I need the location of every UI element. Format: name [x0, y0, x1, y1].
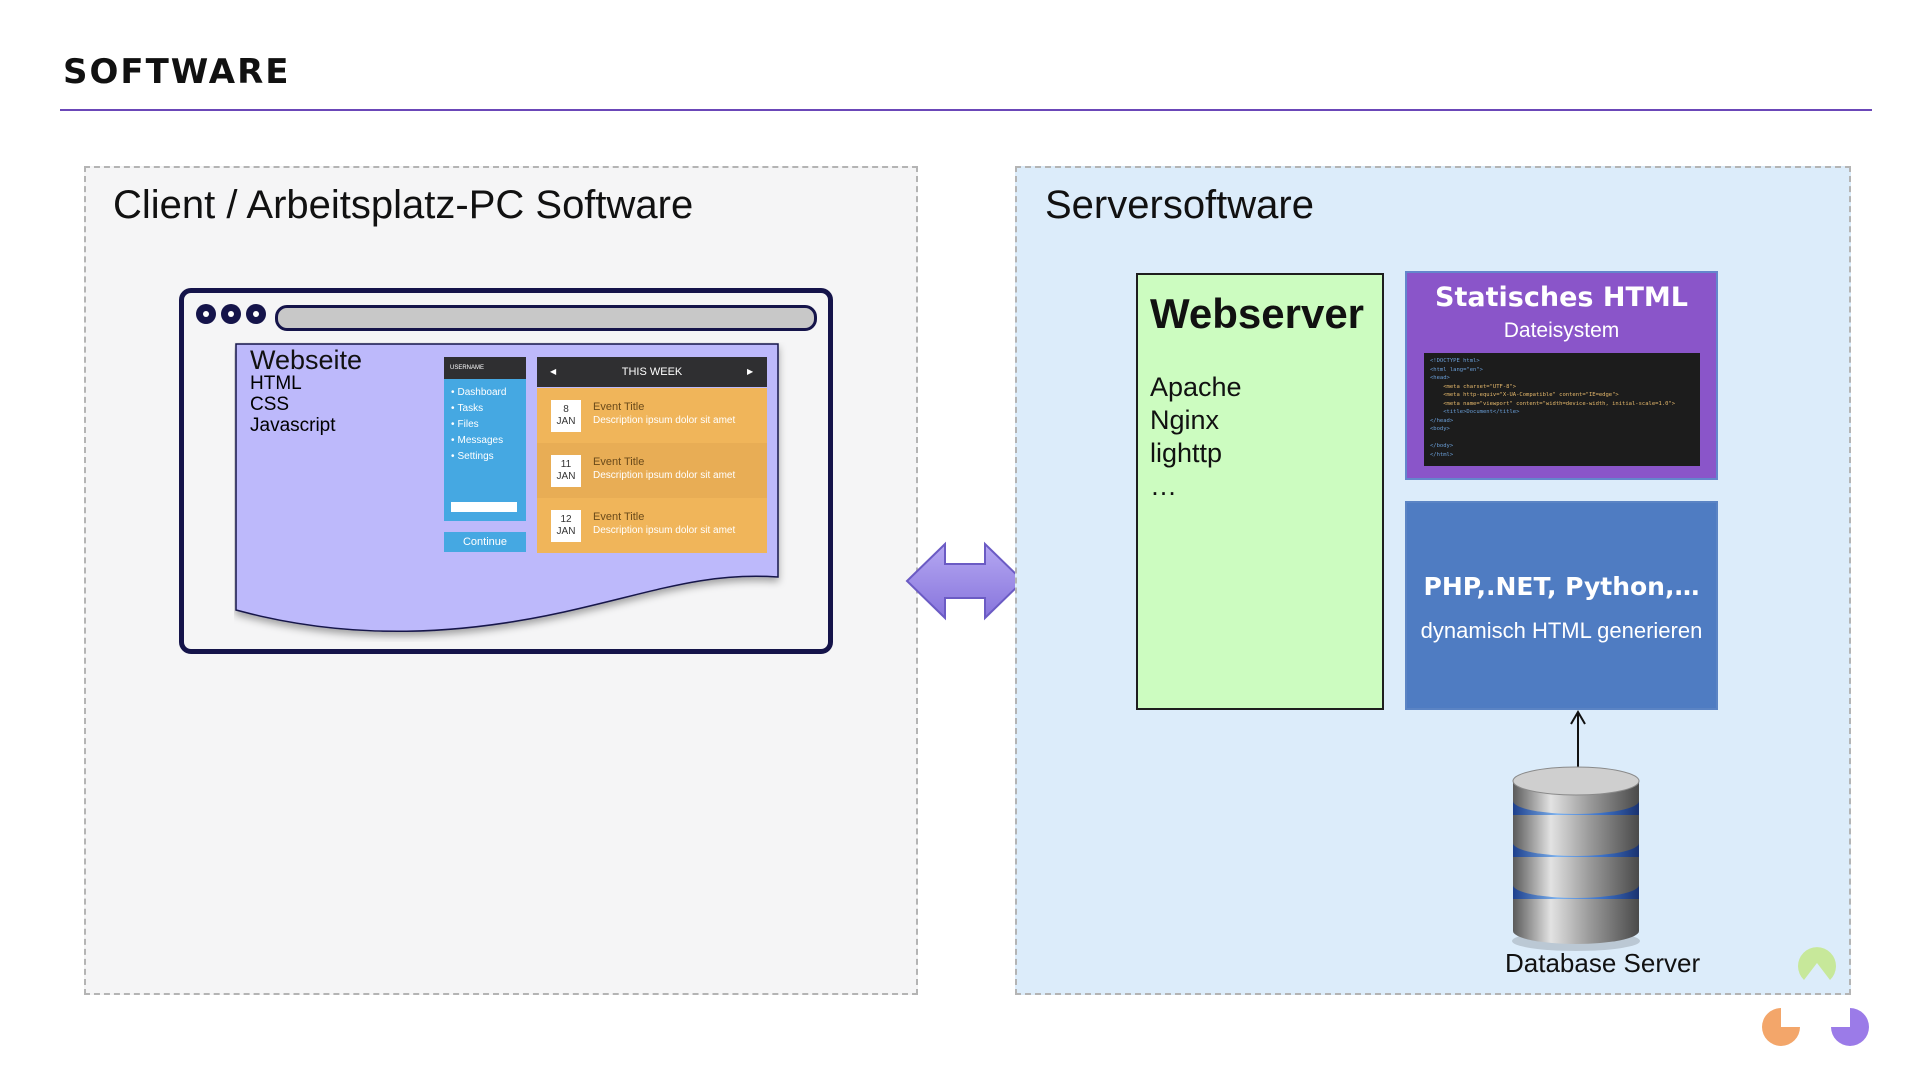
- static-html-title: Statisches HTML: [1435, 282, 1688, 313]
- green-pacman-icon: [1798, 947, 1836, 980]
- calendar-event-date: 11 JAN: [551, 455, 581, 487]
- code-line: <head>: [1430, 375, 1450, 381]
- webserver-item: lighttp: [1150, 438, 1223, 468]
- mini-sidebar-field: [451, 502, 517, 512]
- server-panel-heading: Serversoftware: [1045, 183, 1314, 227]
- mini-sidebar-item: Messages: [451, 435, 504, 446]
- calendar-event-row: 12 JAN Event Title Description ipsum dol…: [537, 498, 767, 553]
- code-line: </head>: [1430, 417, 1454, 424]
- mini-calendar-header: THIS WEEK: [537, 357, 767, 387]
- webserver-item: Apache: [1150, 372, 1242, 402]
- webserver-title: Webserver: [1150, 290, 1365, 337]
- window-dot-icon: [196, 304, 216, 324]
- database-server-label: Database Server: [1505, 948, 1701, 978]
- code-line: </body>: [1430, 443, 1454, 449]
- calendar-event-day: 11: [560, 459, 572, 470]
- mini-sidebar-item: Settings: [451, 451, 494, 462]
- mini-sidebar-username: USERNAME: [444, 357, 526, 379]
- calendar-event-date: 8 JAN: [551, 400, 581, 432]
- mini-sidebar-item: Tasks: [451, 403, 484, 414]
- code-line: <meta charset="UTF-8">: [1430, 383, 1517, 390]
- window-dot-icon: [246, 304, 266, 324]
- title-divider: [60, 109, 1872, 111]
- static-html-subtitle: Dateisystem: [1503, 319, 1620, 342]
- chevron-left-icon: ◀: [550, 367, 557, 376]
- dynamic-html-subtitle: dynamisch HTML generieren: [1420, 618, 1703, 643]
- calendar-event-row: 11 JAN Event Title Description ipsum dol…: [537, 443, 767, 498]
- dynamic-html-box: [1405, 501, 1718, 710]
- purple-pacman-icon: [1831, 1008, 1869, 1046]
- calendar-event-row: 8 JAN Event Title Description ipsum dolo…: [537, 388, 767, 443]
- code-line: <html lang="en">: [1430, 366, 1483, 373]
- webserver-item: …: [1150, 471, 1177, 501]
- calendar-event-description: Description ipsum dolor sit amet: [593, 525, 736, 536]
- code-line: <!DOCTYPE html>: [1430, 358, 1480, 364]
- continue-button: Continue: [444, 532, 526, 552]
- bidirectional-arrow-icon: [905, 541, 1025, 621]
- calendar-event-description: Description ipsum dolor sit amet: [593, 415, 736, 426]
- code-line: <meta name="viewport" content="width=dev…: [1430, 400, 1676, 407]
- webserver-box: [1136, 273, 1384, 710]
- mini-sidebar-item: Files: [451, 419, 479, 430]
- webserver-item: Nginx: [1150, 405, 1220, 435]
- calendar-event-day: 12: [560, 514, 572, 525]
- mini-sidebar-item: Dashboard: [451, 387, 507, 398]
- code-line: <body>: [1430, 426, 1450, 432]
- calendar-event-month: JAN: [556, 471, 576, 482]
- orange-pacman-icon: [1762, 1008, 1800, 1046]
- calendar-event-description: Description ipsum dolor sit amet: [593, 470, 736, 481]
- chevron-right-icon: ▶: [747, 367, 754, 376]
- calendar-event-date: 12 JAN: [551, 510, 581, 542]
- database-icon: [1512, 766, 1640, 951]
- calendar-event-month: JAN: [556, 416, 576, 427]
- calendar-event-title: Event Title: [593, 511, 645, 523]
- code-snippet: <!DOCTYPE html> <html lang="en"> <head> …: [1424, 353, 1700, 466]
- calendar-event-title: Event Title: [593, 456, 645, 468]
- window-dot-icon: [221, 304, 241, 324]
- webpage-tech-css: CSS: [250, 394, 290, 415]
- code-line: </html>: [1430, 451, 1454, 458]
- code-line: <title>Document</title>: [1430, 409, 1520, 415]
- client-panel-heading: Client / Arbeitsplatz-PC Software: [113, 183, 694, 227]
- dynamic-html-title: PHP,.NET, Python,…: [1423, 572, 1700, 601]
- calendar-event-month: JAN: [556, 526, 576, 537]
- webpage-title: Webseite: [250, 345, 363, 375]
- calendar-event-title: Event Title: [593, 401, 645, 413]
- webpage-tech-js: Javascript: [250, 415, 336, 436]
- webpage-tech-html: HTML: [250, 373, 302, 394]
- calendar-event-day: 8: [563, 404, 569, 415]
- address-bar: [275, 305, 817, 331]
- slide-title: SOFTWARE: [63, 52, 291, 92]
- code-line: <meta http-equiv="X-UA-Compatible" conte…: [1430, 392, 1619, 398]
